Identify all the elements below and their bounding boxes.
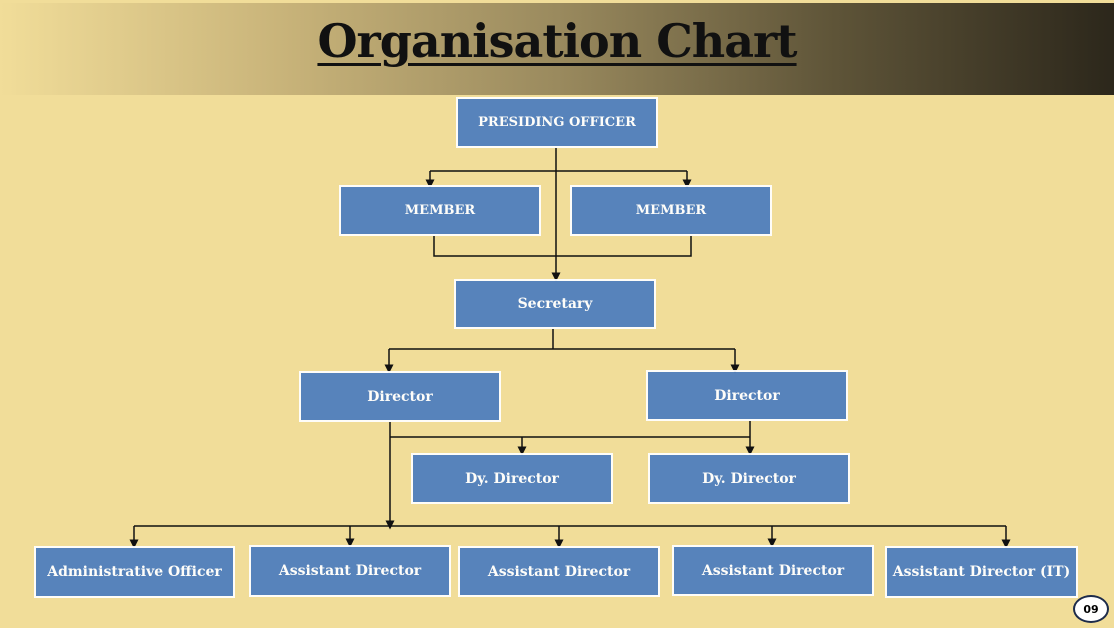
node-director-1: Director [299, 371, 501, 422]
page-number: 09 [1073, 595, 1109, 623]
page-title: Organisation Chart [317, 14, 797, 68]
title-banner [0, 3, 1114, 95]
node-secretary: Secretary [454, 279, 656, 329]
node-administrative-officer: Administrative Officer [34, 546, 235, 598]
node-presiding-officer: PRESIDING OFFICER [456, 97, 658, 148]
node-assistant-director-2: Assistant Director [458, 546, 660, 597]
node-assistant-director-1: Assistant Director [249, 545, 451, 597]
node-assistant-director-it: Assistant Director (IT) [885, 546, 1078, 598]
node-assistant-director-3: Assistant Director [672, 545, 874, 596]
node-member-2: MEMBER [570, 185, 772, 236]
node-director-2: Director [646, 370, 848, 421]
bottom-border [0, 628, 1114, 633]
node-dy-director-2: Dy. Director [648, 453, 850, 504]
node-dy-director-1: Dy. Director [411, 453, 613, 504]
node-member-1: MEMBER [339, 185, 541, 236]
